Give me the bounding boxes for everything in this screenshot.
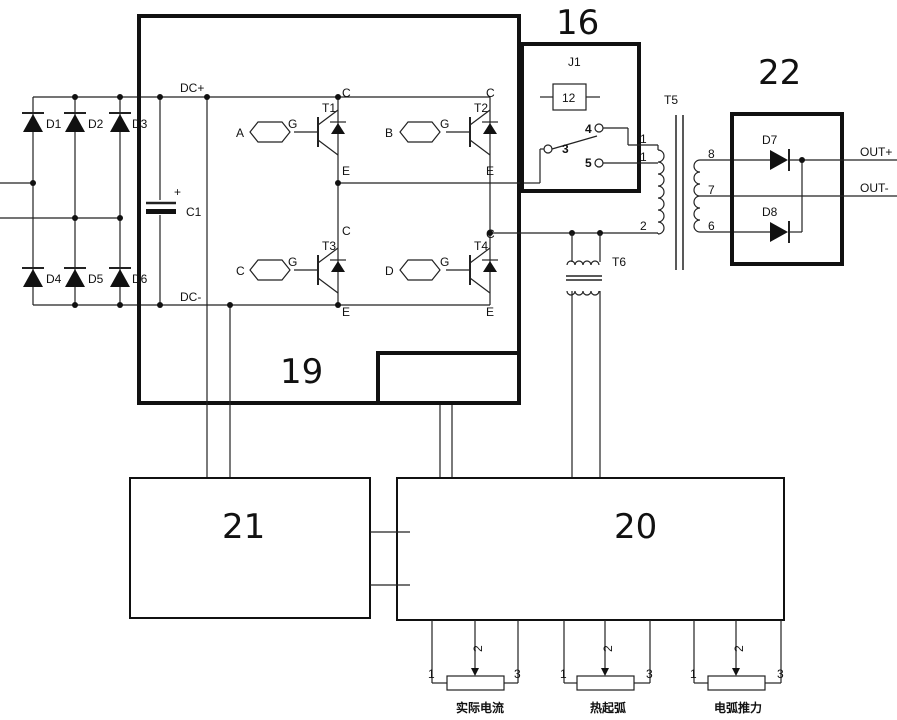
pot-3-label: 电弧推力 <box>714 700 762 715</box>
t3-label: T3 <box>322 239 336 253</box>
d8-label: D8 <box>762 205 778 219</box>
t5-pin-1b: 1 <box>640 150 647 164</box>
t2-label: T2 <box>474 101 488 115</box>
t5-pin-1a: 1 <box>640 132 647 146</box>
t2-emitter: E <box>486 164 494 178</box>
capacitor-plus: + <box>174 185 181 199</box>
t4-label: T4 <box>474 239 488 253</box>
out-minus-label: OUT- <box>860 181 889 195</box>
block-19: 19 <box>137 14 521 405</box>
diode-d1: D1 <box>22 112 62 132</box>
t1-gate-pin: G <box>288 117 297 131</box>
block-21: 21 <box>129 477 371 619</box>
relay-label: J1 <box>568 55 581 69</box>
dc-plus-label: DC+ <box>180 81 204 95</box>
pot-1-pin-3: 3 <box>514 667 521 681</box>
pot-3: 1 2 3 电弧推力 <box>690 620 784 715</box>
t1-emitter: E <box>342 164 350 178</box>
t2-gate-pin: G <box>440 117 449 131</box>
pot-1: 1 2 3 实际电流 <box>428 620 521 715</box>
relay-pin-4: 4 <box>585 122 592 136</box>
block-20-label: 20 <box>614 507 657 547</box>
pot-3-pin-3: 3 <box>777 667 784 681</box>
transistor-t2: T2 G B C E <box>385 86 498 178</box>
pot-2-pin-3: 3 <box>646 667 653 681</box>
diode-d4-label: D4 <box>46 272 62 286</box>
pot-3-pin-1: 1 <box>690 667 697 681</box>
t2-collector: C <box>486 86 495 100</box>
capacitor-label: C1 <box>186 205 202 219</box>
t5-pin-6: 6 <box>708 219 715 233</box>
block-20: 20 <box>370 405 785 621</box>
diode-d2-label: D2 <box>88 117 104 131</box>
t5-label: T5 <box>664 93 678 107</box>
bridge-left-leg <box>335 94 530 308</box>
pot-2-pin-2: 2 <box>601 645 615 652</box>
block-16-label: 16 <box>556 3 599 43</box>
block-22: 22 D7 D8 OUT+ OUT- <box>730 53 897 266</box>
relay-pin-3: 3 <box>562 142 569 156</box>
transformer-t5: T5 1 1 2 8 7 6 <box>600 93 734 270</box>
d7-label: D7 <box>762 133 778 147</box>
bridge-right-leg <box>487 97 572 305</box>
t3-gate-label: C <box>236 264 245 278</box>
pot-2-pin-1: 1 <box>560 667 567 681</box>
relay-pin-5: 5 <box>585 156 592 170</box>
t4-gate-label: D <box>385 264 394 278</box>
pot-1-pin-1: 1 <box>428 667 435 681</box>
diode-d5-label: D5 <box>88 272 104 286</box>
dc-minus-label: DC- <box>180 290 201 304</box>
t5-pin-8: 8 <box>708 147 715 161</box>
transformer-t6: T6 <box>566 230 626 477</box>
rectifier-bridge: D1 D2 D3 D4 D5 D6 <box>0 94 342 308</box>
transistor-t4: T4 G D C E <box>385 227 498 319</box>
block-22-label: 22 <box>758 53 801 93</box>
diode-d6: D6 <box>109 267 148 287</box>
t6-label: T6 <box>612 255 626 269</box>
diode-d3: D3 <box>109 112 148 132</box>
block-16: 16 J1 12 4 3 5 <box>520 3 641 193</box>
diode-d4: D4 <box>22 267 62 287</box>
t1-gate-label: A <box>236 126 244 140</box>
pot-1-label: 实际电流 <box>456 700 504 715</box>
diode-d2: D2 <box>64 112 104 132</box>
relay-coil: 12 <box>562 91 576 105</box>
t1-label: T1 <box>322 101 336 115</box>
block-19-label: 19 <box>280 352 323 392</box>
t4-gate-pin: G <box>440 255 449 269</box>
t4-emitter: E <box>486 305 494 319</box>
t3-emitter: E <box>342 305 350 319</box>
pot-2: 1 2 3 热起弧 <box>560 620 653 715</box>
t3-collector: C <box>342 224 351 238</box>
out-plus-label: OUT+ <box>860 145 892 159</box>
t3-gate-pin: G <box>288 255 297 269</box>
transistor-t1: T1 G A C E <box>236 86 351 178</box>
t5-pin-2: 2 <box>640 219 647 233</box>
pot-1-pin-2: 2 <box>471 645 485 652</box>
transistor-t3: T3 G C C E <box>236 224 351 319</box>
t4-collector: C <box>486 227 495 241</box>
dc-rails: DC+ DC- <box>180 81 490 477</box>
block-21-label: 21 <box>222 507 265 547</box>
pot-3-pin-2: 2 <box>732 645 746 652</box>
t1-collector: C <box>342 86 351 100</box>
pot-2-label: 热起弧 <box>590 700 626 715</box>
t2-gate-label: B <box>385 126 393 140</box>
diode-d1-label: D1 <box>46 117 62 131</box>
capacitor-c1: + C1 <box>146 94 202 308</box>
t5-pin-7: 7 <box>708 183 715 197</box>
diode-d5: D5 <box>64 267 104 287</box>
